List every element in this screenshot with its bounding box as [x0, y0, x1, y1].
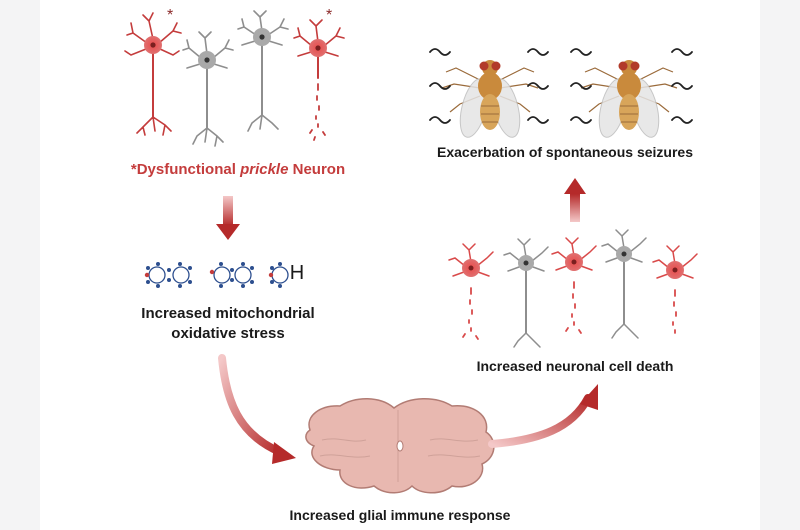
dying-neuron-2	[551, 237, 597, 334]
dysfunctional-neuron-label: *Dysfunctional prickle Neuron	[120, 160, 356, 180]
dysfunctional-neuron-1	[124, 12, 182, 136]
prickle-gene-name: prickle	[240, 161, 289, 178]
asterisk-mark-2: *	[326, 7, 332, 24]
up-arrow	[564, 178, 586, 222]
dysfunctional-prefix: *Dysfunctional	[130, 161, 241, 178]
ros-red-dots	[144, 269, 274, 278]
asterisk-mark-1: *	[167, 7, 173, 24]
cell-death-label: Increased neuronal cell death	[476, 358, 674, 374]
seizures-label: Exacerbation of spontaneous seizures	[437, 144, 693, 160]
mito-stress-line-2: oxidative stress	[171, 325, 285, 342]
curved-arrow-to-brain	[218, 354, 296, 464]
mito-stress-line-1: Increased mitochondrial	[141, 305, 315, 322]
dying-neuron-1	[448, 243, 494, 340]
ros-electron-dots	[146, 262, 282, 288]
dysfunctional-suffix: Neuron	[288, 161, 346, 178]
healthy-neuron-3	[503, 238, 549, 348]
fruit-fly-2	[580, 60, 678, 138]
dysfunctional-neuron-2	[293, 19, 345, 141]
brain-illustration	[305, 398, 495, 494]
seizure-squiggles	[429, 48, 693, 124]
glial-response-label: Increased glial immune response	[289, 507, 511, 523]
healthy-neuron-1	[182, 31, 234, 147]
down-arrow	[216, 196, 240, 240]
healthy-neuron-2	[237, 10, 289, 132]
healthy-neuron-4	[601, 229, 647, 339]
curved-arrow-to-death	[488, 384, 598, 448]
mito-stress-label: Increased mitochondrial oxidative stress	[120, 304, 336, 344]
dying-neuron-3	[652, 245, 698, 334]
hydrogen-symbol: H	[289, 262, 305, 284]
fruit-fly-1	[441, 60, 539, 138]
